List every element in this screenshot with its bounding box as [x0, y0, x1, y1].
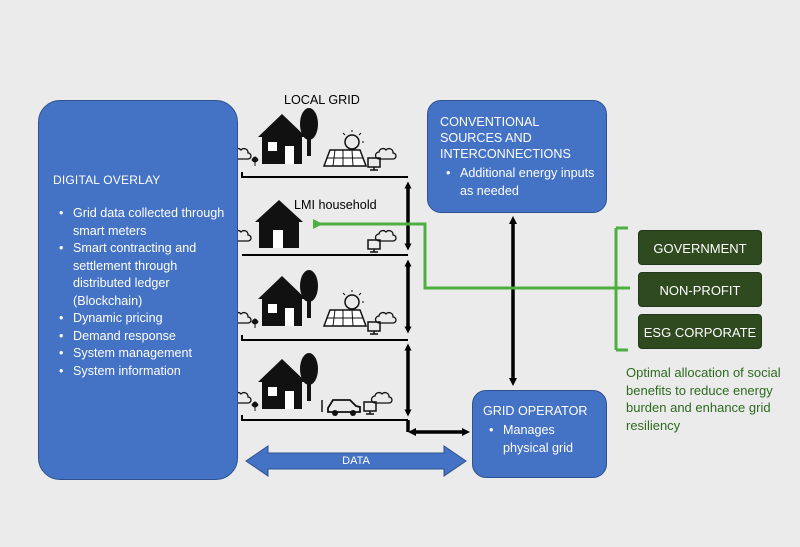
solar-panel-icon-3 — [322, 290, 368, 327]
list-item: Demand response — [53, 328, 227, 346]
feeder-lines — [241, 172, 408, 421]
tree-icon-3 — [300, 270, 318, 318]
list-item: Grid data collected through smart meters — [53, 205, 227, 240]
conventional-sources-box: CONVENTIONAL SOURCES AND INTERCONNECTION… — [427, 100, 607, 213]
list-item: Manages physical grid — [483, 422, 598, 457]
tree-icon-1 — [300, 108, 318, 156]
plant-icons — [251, 156, 259, 411]
data-arrow-label: DATA — [342, 455, 370, 467]
house-icon-1 — [258, 114, 306, 164]
local-grid-label: LOCAL GRID — [284, 93, 360, 107]
conventional-title: CONVENTIONAL SOURCES AND INTERCONNECTION… — [440, 114, 598, 162]
cloud-computer-icon-right-2 — [367, 229, 397, 253]
conventional-title-line: CONVENTIONAL — [440, 115, 540, 129]
digital-overlay-list: Grid data collected through smart meters… — [53, 205, 227, 380]
list-item: System management — [53, 345, 227, 363]
list-item: System information — [53, 363, 227, 381]
list-item: Smart contracting and settlement through… — [53, 240, 227, 310]
cloud-computer-icon-right-4 — [363, 391, 393, 415]
benefit-connector — [313, 219, 630, 352]
house-icon-4 — [258, 359, 306, 409]
digital-overlay-box: DIGITAL OVERLAY Grid data collected thro… — [38, 100, 238, 480]
feeder-line-3 — [241, 335, 408, 341]
cloud-computer-icon-right-1 — [367, 147, 397, 171]
tree-icon-4 — [300, 353, 318, 401]
conventional-title-line: INTERCONNECTIONS — [440, 147, 571, 161]
lmi-household-label: LMI household — [294, 198, 377, 212]
house-icon-3 — [258, 276, 306, 326]
list-item: Dynamic pricing — [53, 310, 227, 328]
benefit-description: Optimal allocation of social benefits to… — [626, 365, 781, 433]
government-box: GOVERNMENT — [638, 230, 762, 265]
conventional-list: Additional energy inputs as needed — [440, 165, 598, 200]
grid-operator-list: Manages physical grid — [483, 422, 598, 457]
house-icon-2 — [255, 200, 303, 248]
grid-operator-box: GRID OPERATOR Manages physical grid — [472, 390, 607, 478]
cloud-computer-icon-right-3 — [367, 311, 397, 335]
esg-corporate-box: ESG CORPORATE — [638, 314, 762, 349]
non-profit-box: NON-PROFIT — [638, 272, 762, 307]
solar-panel-icon-1 — [322, 130, 368, 167]
electric-car-icon — [321, 399, 361, 416]
feeder-line-4 — [241, 415, 408, 421]
benefit-arrow — [313, 219, 630, 290]
feeder-line-1 — [241, 172, 408, 178]
conventional-title-line: SOURCES AND — [440, 131, 532, 145]
grid-operator-title: GRID OPERATOR — [483, 404, 588, 418]
digital-overlay-title: DIGITAL OVERLAY — [53, 173, 161, 187]
stakeholder-bracket — [614, 226, 630, 352]
list-item: Additional energy inputs as needed — [440, 165, 598, 200]
data-arrow — [245, 445, 467, 477]
